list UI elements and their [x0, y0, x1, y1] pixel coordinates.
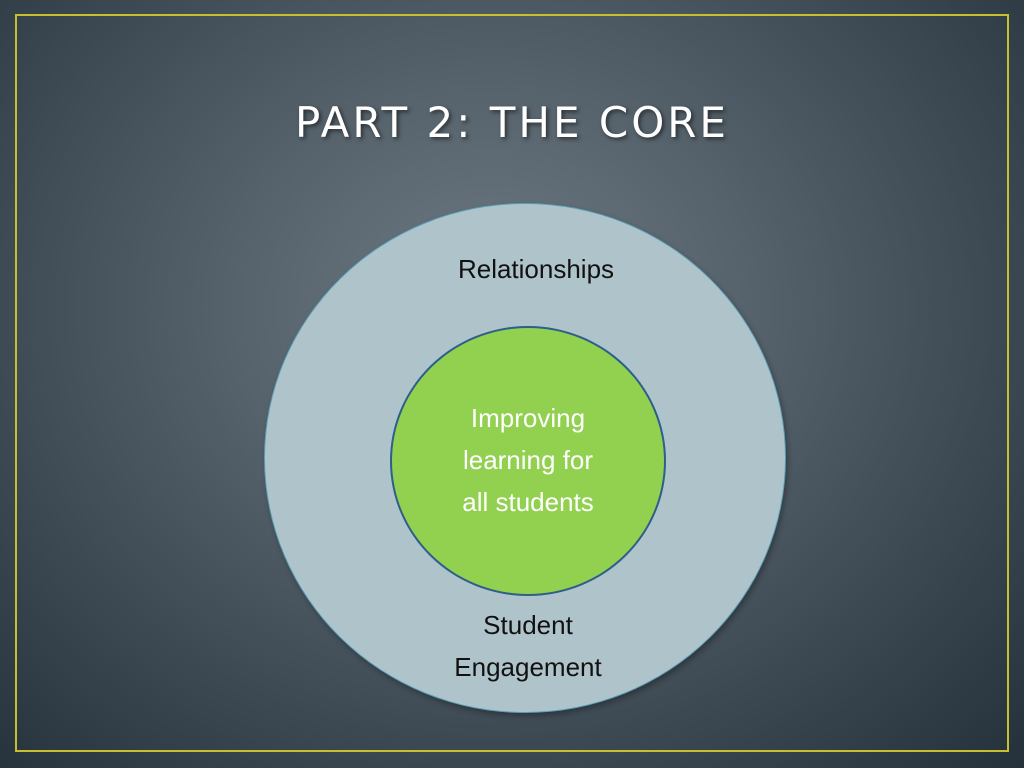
core-label: Improving learning for all students [410, 397, 646, 523]
outer-circle-relationships [264, 203, 786, 713]
student-engagement-line: Student [483, 610, 573, 640]
student-engagement-line: Engagement [454, 652, 602, 682]
core-label-line: all students [462, 487, 594, 517]
core-label-line: Improving [470, 403, 586, 433]
student-engagement-label: Student Engagement [378, 604, 678, 688]
slide-frame [15, 14, 1009, 752]
relationships-label: Relationships [457, 254, 615, 284]
inner-circle-core [390, 326, 666, 596]
core-label-line: learning for [462, 445, 594, 475]
slide-title: PART 2: THE CORE [295, 98, 729, 147]
